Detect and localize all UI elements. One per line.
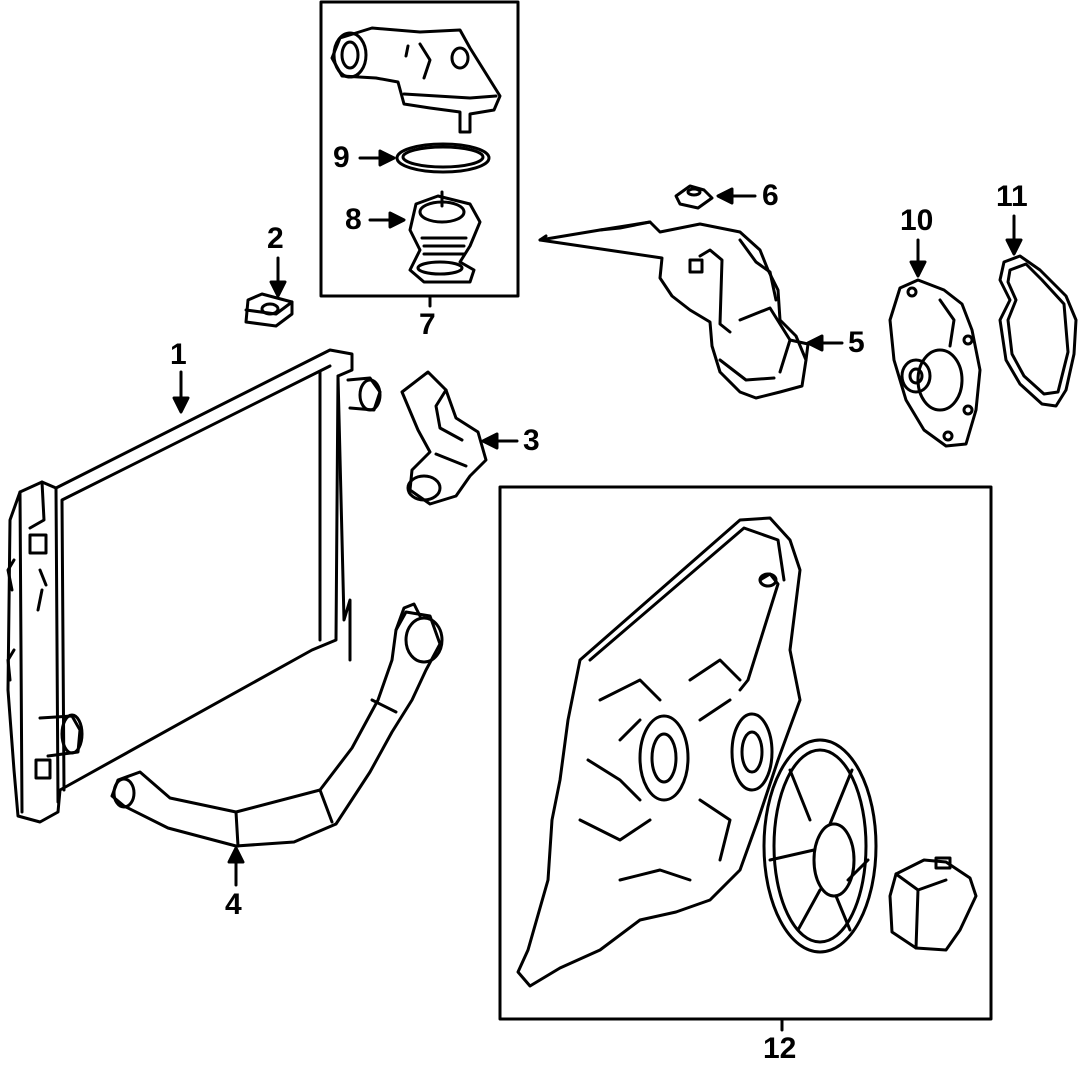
coolant-reservoir [538, 220, 810, 400]
mount-bracket [244, 292, 294, 328]
callout-1: 1 [170, 338, 187, 371]
callout-6: 6 [762, 179, 779, 212]
callout-11: 11 [996, 180, 1028, 213]
fan-group-box [498, 485, 993, 1021]
callout-3: 3 [523, 424, 540, 457]
radiator [6, 348, 382, 824]
upper-hose [400, 370, 488, 506]
pump-gasket [998, 254, 1078, 408]
callout-5: 5 [848, 326, 865, 359]
callout-9: 9 [333, 141, 350, 174]
callout-12: 12 [763, 1032, 797, 1065]
callout-8: 8 [345, 203, 362, 236]
cooling-fan [762, 738, 878, 954]
callout-2: 2 [267, 222, 284, 255]
lower-hose [110, 602, 444, 848]
callout-7: 7 [419, 308, 436, 341]
thermostat-group-box [319, 0, 520, 298]
callout-10: 10 [900, 204, 934, 237]
o-ring-seal [395, 142, 491, 174]
reservoir-cap [674, 184, 714, 210]
callout-4: 4 [225, 888, 242, 921]
thermostat [408, 190, 482, 284]
fan-motor [888, 856, 978, 952]
water-pump [888, 278, 982, 448]
leader-lines [172, 149, 1023, 1032]
fan-shroud [516, 516, 802, 988]
thermostat-housing [330, 26, 502, 134]
